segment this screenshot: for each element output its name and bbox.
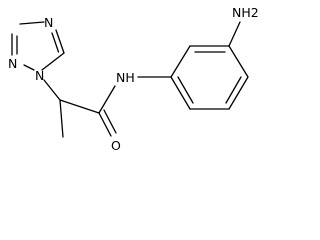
benzene-ring — [170, 21, 249, 110]
atom-labels: N N N NH O NH2 — [8, 5, 259, 153]
atom-label-triazole-n4: N — [44, 15, 53, 30]
chemical-structure-diagram: N N N NH O NH2 — [8, 5, 259, 153]
benzene-inner-bond-b — [225, 76, 242, 104]
triazole-ring — [11, 21, 65, 71]
benzene-inner-bond-c — [177, 76, 194, 104]
atom-label-carbonyl-o: O — [111, 138, 121, 153]
benzene-bond-6 — [170, 76, 191, 110]
triazole-bond-n2-n1 — [23, 64, 35, 71]
benzene-bond-4 — [228, 76, 249, 110]
bond-carbonyl-oxygen — [98, 112, 112, 137]
triazole-bond-n4-c3 — [19, 21, 45, 25]
triazole-bond-c5-n4-inner — [51, 32, 60, 53]
atom-label-amine-nh2: NH2 — [232, 5, 259, 20]
bond-n1-alpha-carbon — [43, 79, 61, 101]
atom-label-triazole-n1: N — [35, 68, 44, 83]
atom-label-amide-nh: NH — [116, 70, 135, 85]
triazole-bond-n1-c5 — [41, 52, 65, 71]
bond-aryl-amine — [228, 21, 241, 47]
triazole-bond-c5-n4 — [55, 29, 65, 54]
benzene-bond-3 — [228, 45, 249, 78]
bond-alpha-methyl — [59, 99, 64, 138]
benzene-bond-1 — [170, 45, 191, 78]
bond-alpha-carbonyl — [59, 99, 100, 114]
atom-label-triazole-n2: N — [8, 56, 17, 71]
propanamide-chain — [43, 76, 172, 138]
bond-carbonyl-oxygen-double — [103, 109, 117, 134]
bond-carbonyl-nh — [98, 85, 116, 114]
